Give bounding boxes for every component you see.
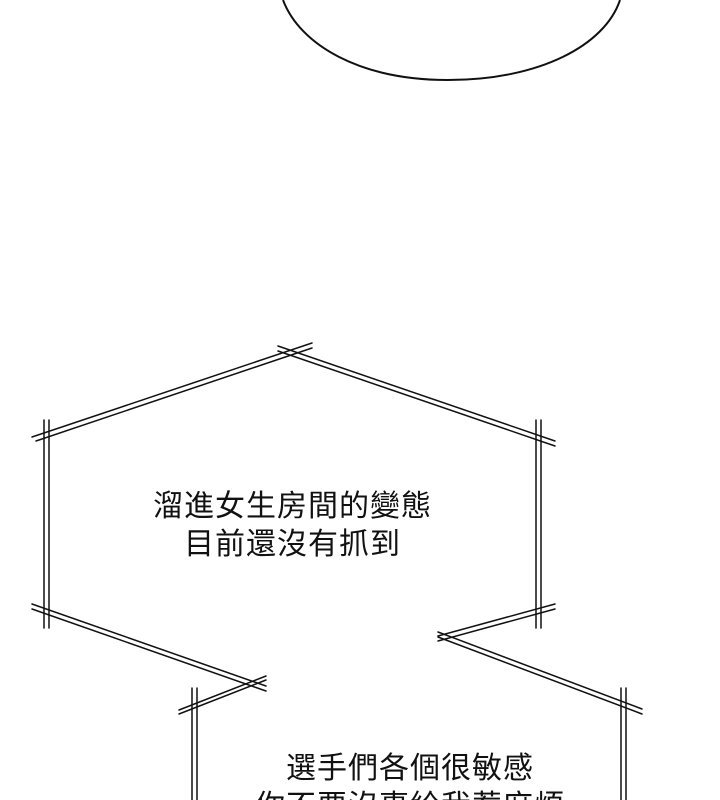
caption-box-frame-1 <box>31 342 556 800</box>
narration-line: 選手們各個很敏感 <box>286 751 534 786</box>
speech-balloon-outline <box>282 0 621 82</box>
caption-box-frame-2 <box>437 631 643 800</box>
narration-caption-2: 選手們各個很敏感 你不要沒事給我惹麻煩 <box>230 750 590 800</box>
narration-caption-1: 溜進女生房間的變態 目前還沒有抓到 <box>120 488 465 564</box>
narration-line: 溜進女生房間的變態 <box>153 489 432 524</box>
narration-line: 你不要沒事給我惹麻煩 <box>230 788 590 800</box>
narration-line: 目前還沒有抓到 <box>184 527 401 562</box>
